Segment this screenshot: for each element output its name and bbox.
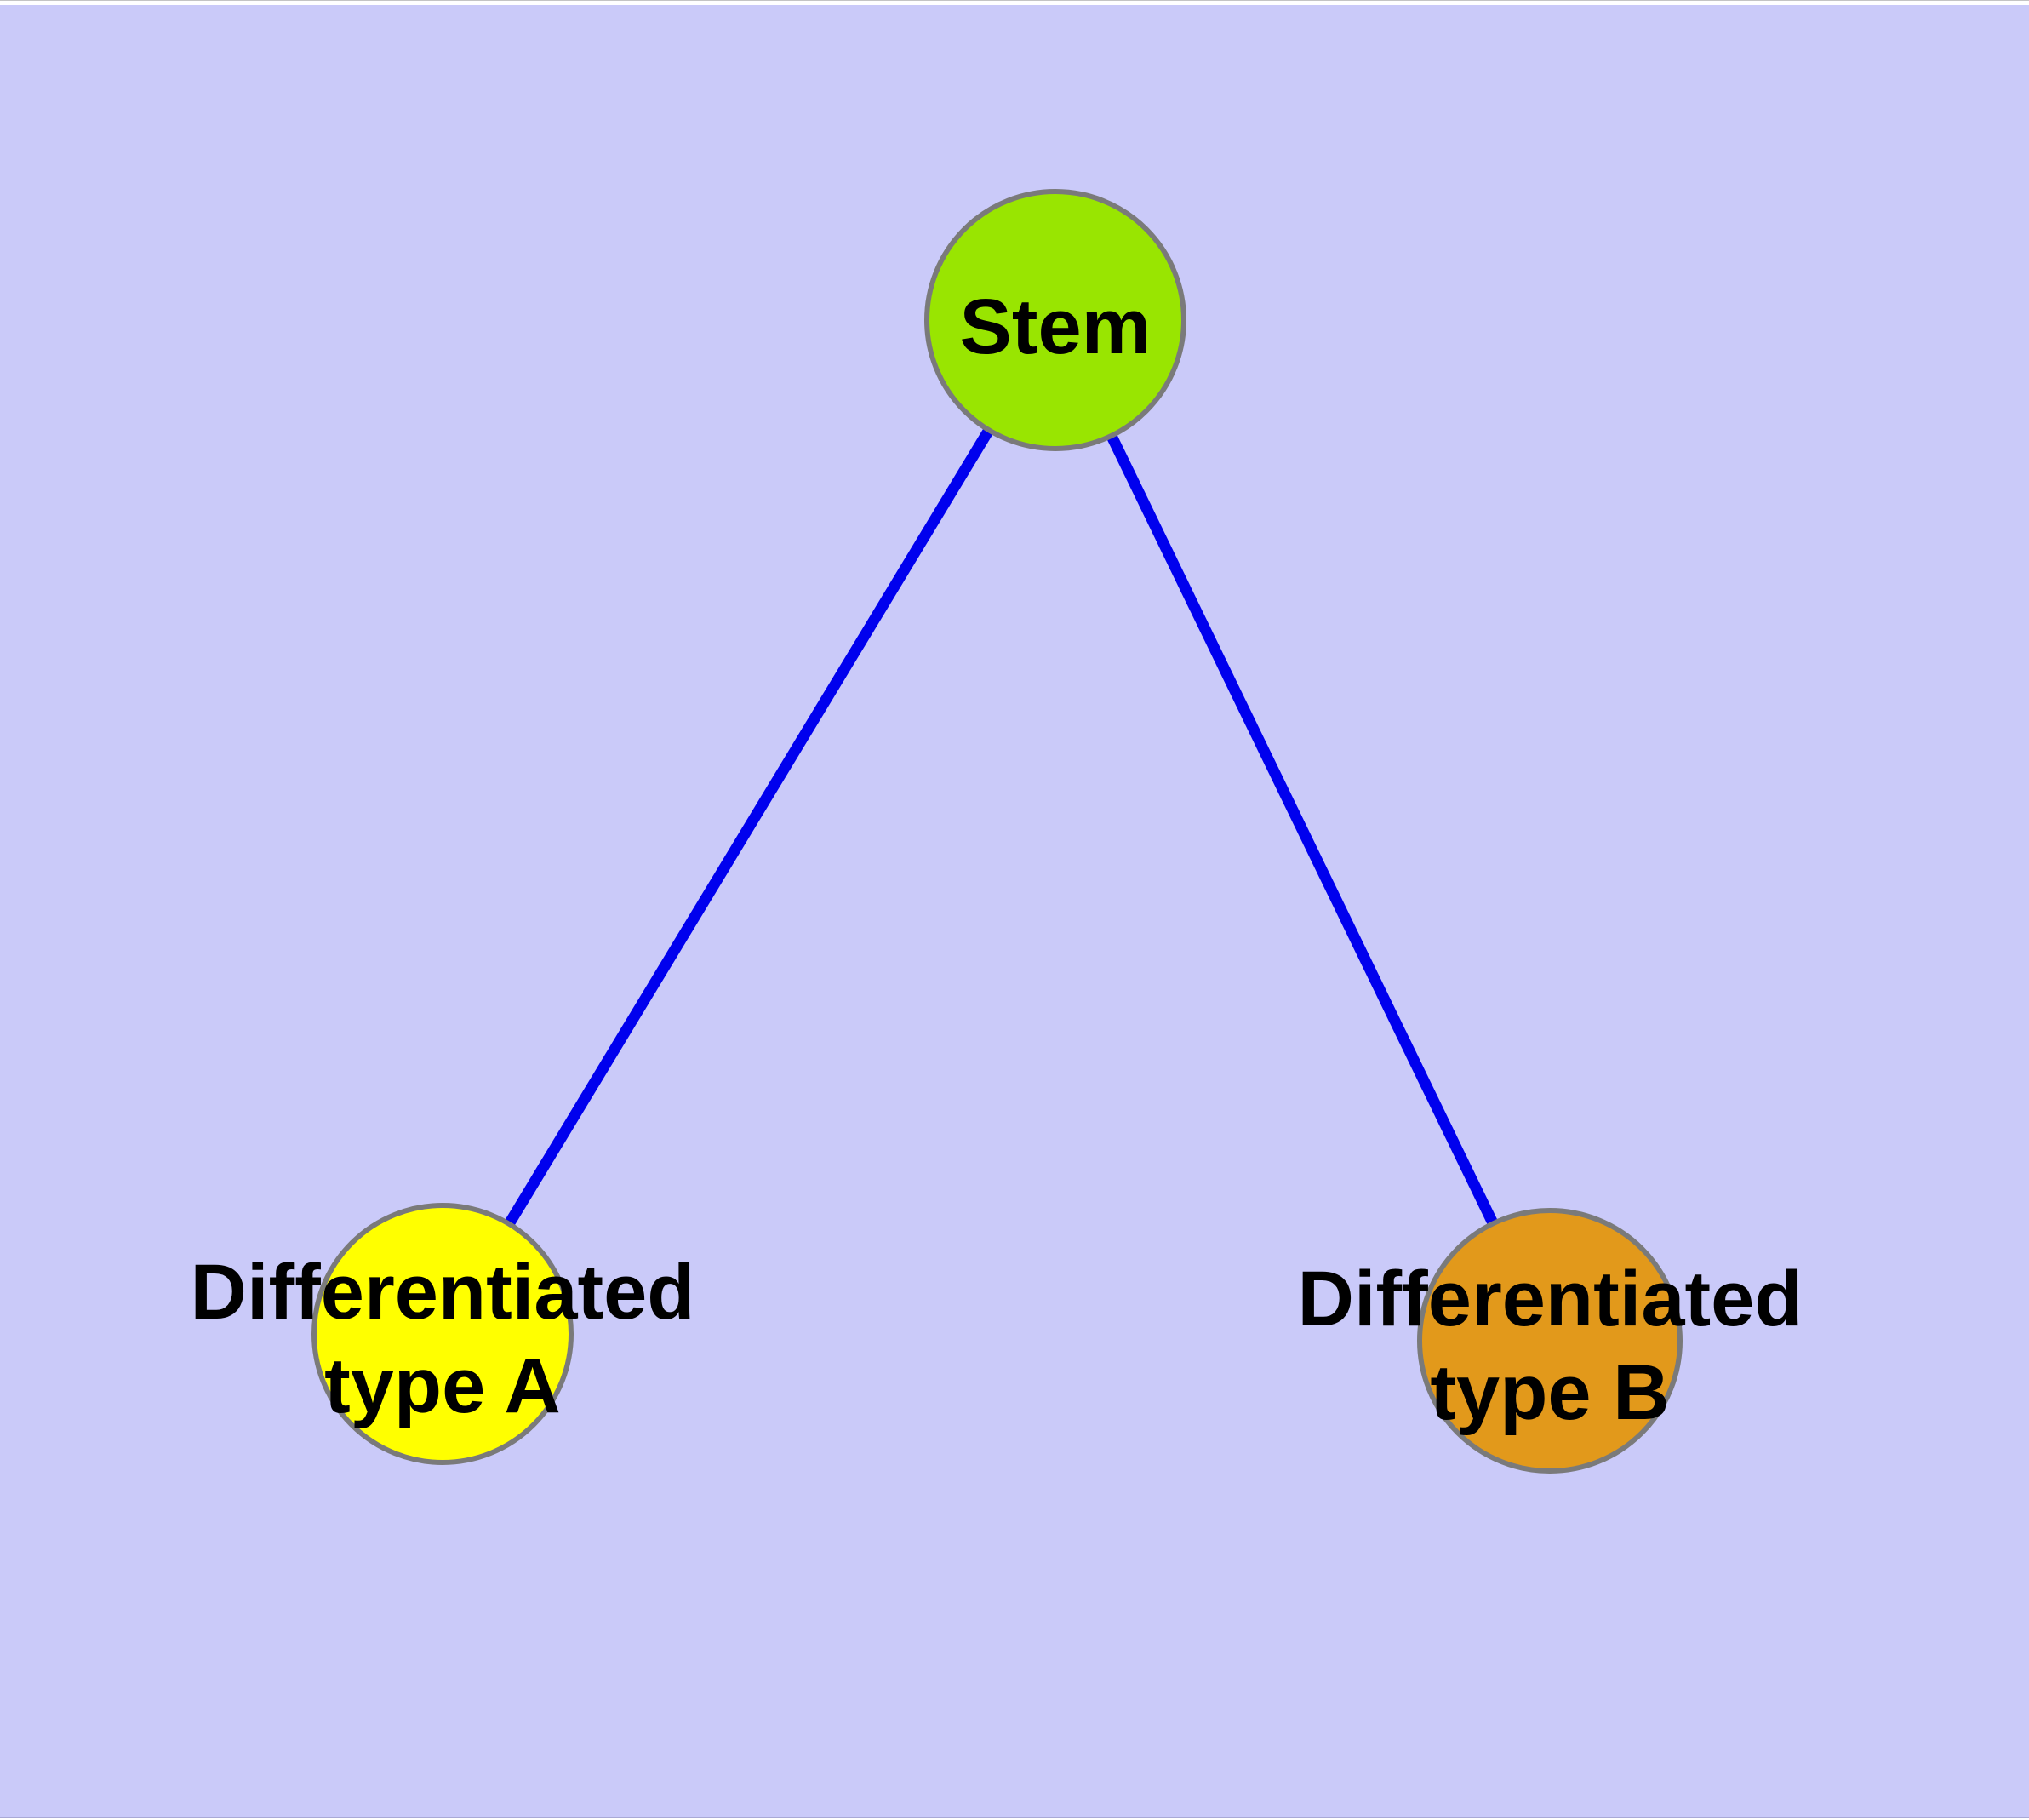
node-type-a-label-line2: type A xyxy=(324,1342,561,1429)
node-type-a-label-line1: Differentiated xyxy=(191,1249,695,1336)
node-type-a-circle xyxy=(311,1203,574,1465)
node-stem-label: Stem xyxy=(960,283,1152,370)
edge-stem-to-type-a xyxy=(437,317,1060,1337)
bottom-margin-strip xyxy=(0,1817,2029,1818)
top-margin-strip xyxy=(0,0,2029,5)
node-type-b-label-line1: Differentiated xyxy=(1298,1256,1803,1342)
edge-stem-to-type-b xyxy=(1050,318,1555,1343)
node-type-b-circle xyxy=(1417,1208,1683,1474)
diagram-background: Stem Differentiated type A Differentiate… xyxy=(0,5,2029,1818)
node-type-b-label-line2: type B xyxy=(1430,1349,1669,1436)
node-stem-circle xyxy=(924,189,1186,451)
diagram-canvas: Stem Differentiated type A Differentiate… xyxy=(191,189,1803,1474)
